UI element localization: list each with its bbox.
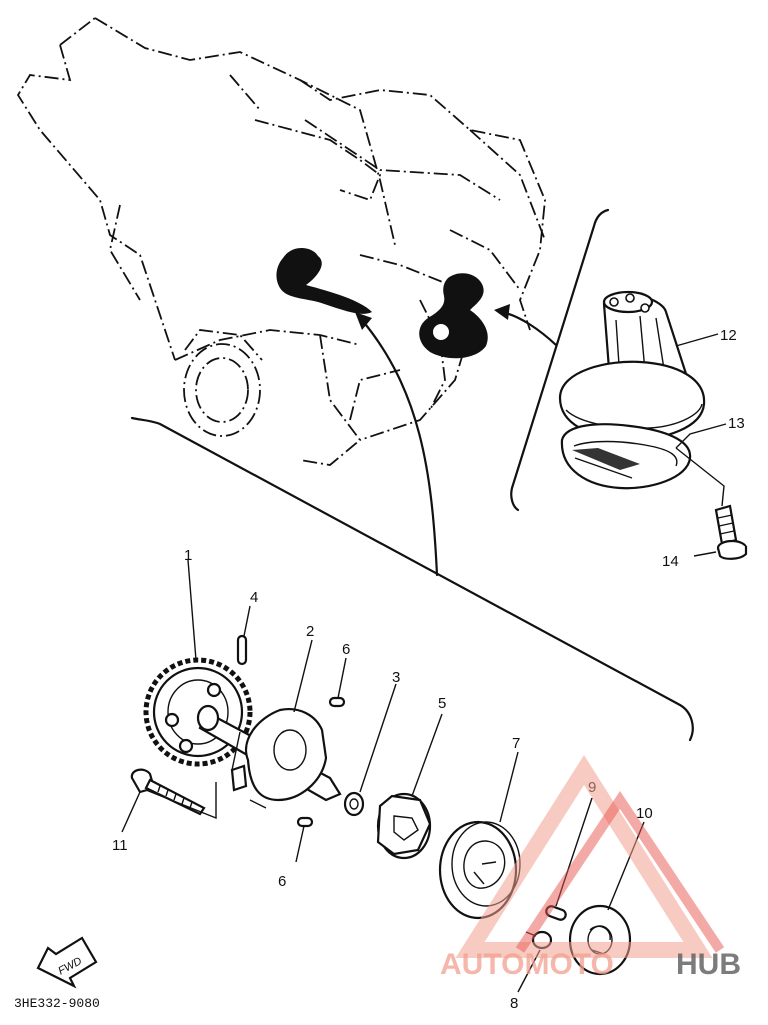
callout-13: 13	[728, 415, 745, 432]
group-boundaries	[130, 208, 694, 742]
diagram-code: 3HE332-9080	[14, 996, 100, 1011]
callout-3: 3	[392, 669, 400, 686]
washer-part-3	[343, 791, 365, 817]
callout-10: 10	[636, 805, 653, 822]
assembly-arrows	[355, 304, 558, 577]
callout-1: 1	[184, 547, 192, 564]
dowel-pin-part-6-lower	[296, 816, 314, 828]
callout-4: 4	[250, 589, 258, 606]
watermark-text-part1: AUTOMOTO	[440, 948, 614, 981]
callout-8: 8	[510, 995, 518, 1012]
callout-6-lower: 6	[278, 873, 286, 890]
forward-direction-arrow: FWD	[36, 936, 98, 989]
callout-14: 14	[662, 553, 679, 570]
callout-12: 12	[720, 327, 737, 344]
driven-gear-part-1	[143, 657, 342, 802]
callout-2: 2	[306, 623, 314, 640]
callout-5: 5	[438, 695, 446, 712]
pin-part-4	[236, 634, 248, 666]
bolt-part-14	[714, 504, 748, 560]
oil-passage-marks	[276, 248, 488, 359]
dowel-pin-part-6-upper	[328, 696, 346, 708]
leader-lines	[121, 333, 727, 993]
callout-labels: 1 2 3 4 5 6 6 7 8 9 10 11 12 13 14	[112, 327, 745, 1012]
pump-housing-part-2	[230, 708, 328, 809]
oil-strainer-part-12	[558, 290, 706, 442]
screw-part-11	[130, 768, 206, 816]
strainer-screen-part-13	[560, 423, 692, 490]
watermark-text-part2: HUB	[676, 948, 741, 981]
callout-11: 11	[112, 837, 128, 854]
callout-6-upper: 6	[342, 641, 350, 658]
inner-rotor-part-5	[376, 792, 432, 860]
engine-crankcase-outline	[16, 17, 546, 466]
callout-7: 7	[512, 735, 520, 752]
watermark-logo: AUTOMOTO HUB	[440, 755, 741, 981]
